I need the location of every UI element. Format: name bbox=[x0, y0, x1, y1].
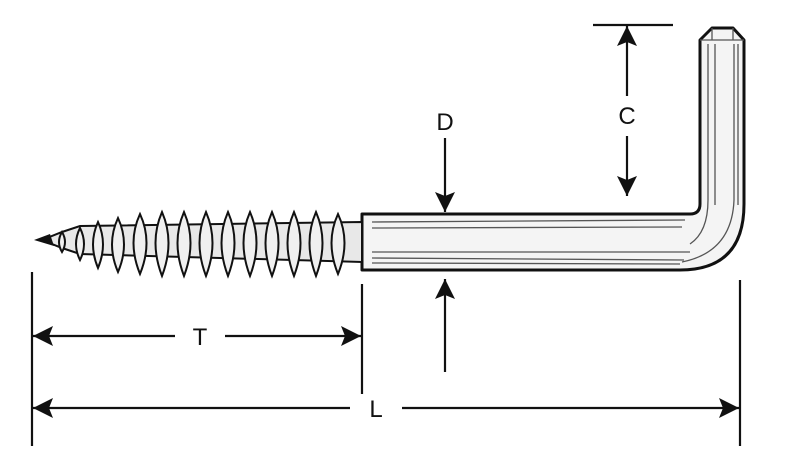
hook-length-label: C bbox=[618, 103, 635, 130]
hook-shading bbox=[371, 28, 744, 265]
thread-length-label: T bbox=[193, 324, 208, 351]
extension-lines bbox=[30, 23, 742, 446]
thread-crests bbox=[58, 209, 346, 279]
hook-shank-outline bbox=[360, 26, 746, 272]
overall-length-label: L bbox=[369, 396, 382, 423]
screw-tip bbox=[34, 234, 54, 246]
screw-hook bbox=[34, 26, 746, 279]
diameter-label: D bbox=[436, 109, 453, 136]
